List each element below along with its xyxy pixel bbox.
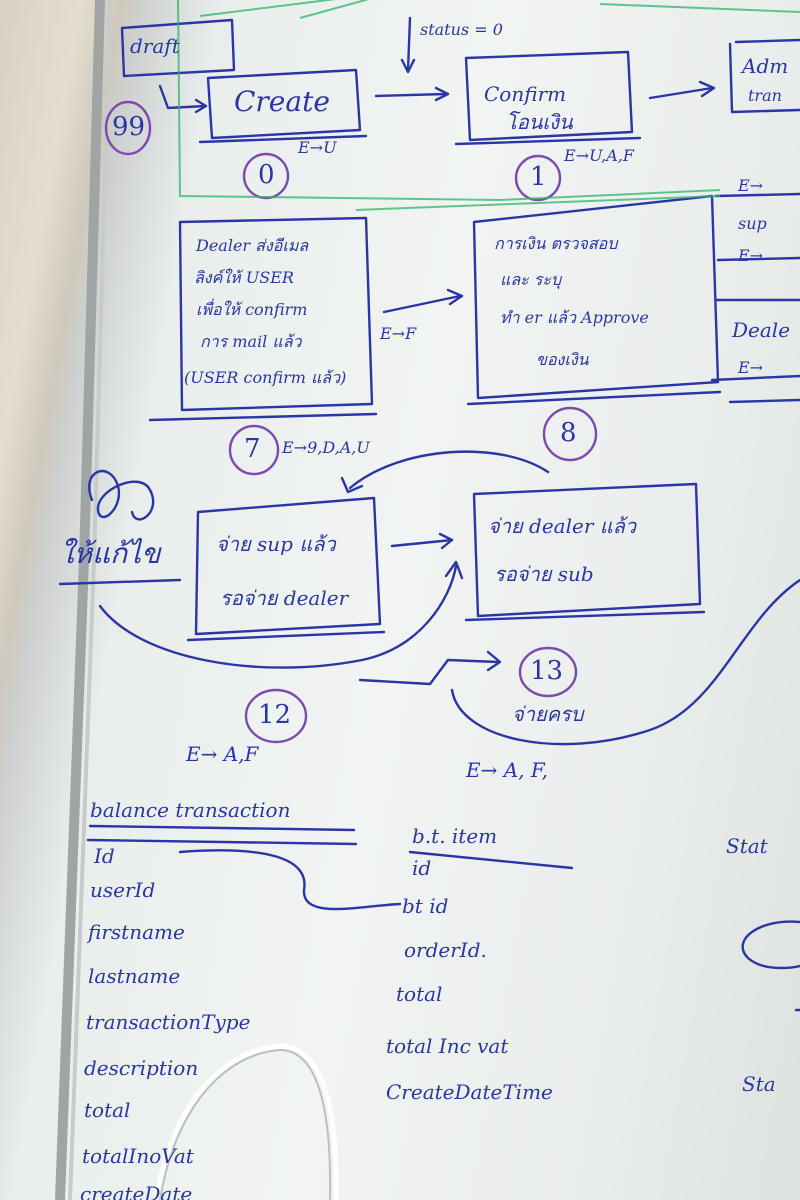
step-99-label: 99: [112, 112, 146, 142]
field-item: lastname: [88, 964, 181, 988]
step-13-label: 13: [530, 656, 564, 686]
field-item: createDate: [80, 1182, 193, 1200]
finance-note-line-3: ทำ er แล้ว Approve: [500, 308, 649, 327]
field-item: total Inc vat: [386, 1034, 509, 1058]
field-item: CreateDateTime: [386, 1080, 553, 1104]
balance-transaction-title: balance transaction: [90, 798, 291, 822]
admin-transfer-label: tran: [748, 86, 782, 105]
paid-complete-label: จ่ายครบ: [512, 702, 584, 726]
field-item: total: [396, 982, 443, 1006]
dealer-note-line-5: (USER confirm แล้ว): [184, 368, 347, 387]
right-note-line-3: E→: [738, 246, 764, 265]
admin-label: Adm: [742, 54, 789, 78]
field-item: orderId.: [404, 938, 487, 962]
edit-note-label: ให้แก้ไข: [60, 537, 161, 570]
step-13-roles: E→ A, F,: [466, 758, 548, 782]
confirm-label: Confirm: [484, 82, 567, 106]
field-item: id: [412, 856, 432, 880]
paid-dealer-line-2: รอจ่าย sub: [494, 562, 594, 586]
step-0-roles: E→U: [298, 138, 337, 157]
finance-note-line-2: และ ระบุ: [500, 270, 562, 289]
status-edge-label-2: Sta: [742, 1072, 776, 1096]
transition-e-f-label: E→F: [380, 324, 417, 343]
dealer-note-line-4: การ mail แล้ว: [200, 332, 302, 351]
bt-item-title: b.t. item: [412, 824, 498, 848]
finance-note-line-4: ของเงิน: [536, 350, 589, 369]
field-item: userId: [90, 878, 156, 902]
field-item: description: [84, 1056, 199, 1080]
field-item: transactionType: [86, 1010, 251, 1034]
paid-dealer-line-1: จ่าย dealer แล้ว: [488, 514, 637, 538]
step-12-label: 12: [258, 700, 292, 730]
field-item: totalInoVat: [82, 1144, 194, 1168]
step-1-label: 1: [530, 162, 547, 192]
dealer-note-line-2: ลิงค์ให้ USER: [194, 268, 294, 287]
status-edge-label-1: Stat: [726, 834, 768, 858]
step-0-label: 0: [258, 160, 275, 190]
status-note: status = 0: [420, 20, 503, 39]
draft-label: draft: [130, 34, 180, 58]
right-note-line-2: sup: [738, 214, 767, 233]
step-7-roles: E→9,D,A,U: [282, 438, 370, 457]
field-item: bt id: [402, 894, 449, 918]
field-item: total: [84, 1098, 131, 1122]
paid-sup-line-1: จ่าย sup แล้ว: [216, 532, 336, 556]
right-note-line-1: E→: [738, 176, 764, 195]
field-item: firstname: [88, 920, 185, 944]
right-note-line-5: E→: [738, 358, 764, 377]
dealer-note-line-3: เพื่อให้ confirm: [196, 300, 308, 319]
create-label: Create: [234, 85, 330, 118]
confirm-transfer-label: โอนเงิน: [506, 110, 573, 134]
step-8-label: 8: [560, 418, 577, 448]
dealer-note-line-1: Dealer ส่งอีเมล: [196, 236, 309, 255]
step-1-roles: E→U,A,F: [564, 146, 634, 165]
right-note-line-4: Deale: [732, 318, 791, 342]
paid-sup-line-2: รอจ่าย dealer: [220, 586, 349, 610]
step-7-label: 7: [244, 434, 261, 464]
finance-note-line-1: การเงิน ตรวจสอบ: [494, 234, 618, 253]
step-12-roles: E→ A,F: [186, 742, 259, 766]
field-item: Id: [94, 844, 115, 868]
